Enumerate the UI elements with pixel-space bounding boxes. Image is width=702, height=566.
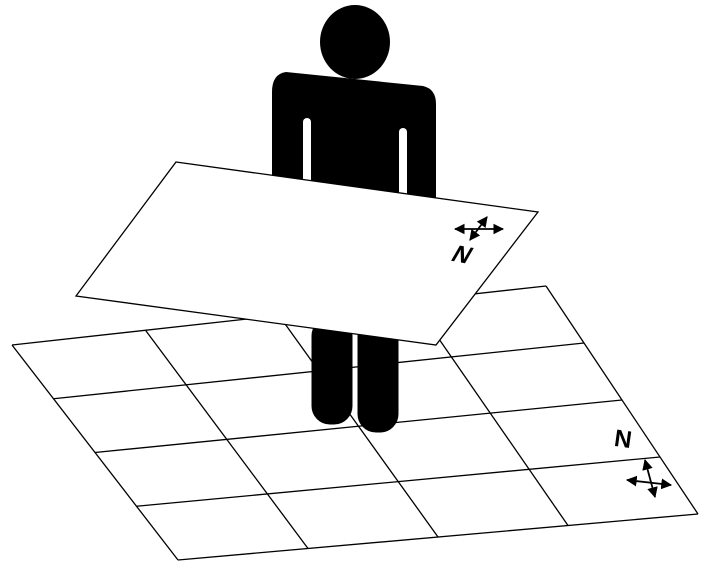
ground-grid-north-label: N xyxy=(613,425,634,454)
four-way-arrows-icon xyxy=(627,460,671,497)
right-arm-highlight xyxy=(399,128,407,200)
grid-column-line xyxy=(146,330,309,548)
left-leg xyxy=(312,318,352,424)
person-head xyxy=(320,5,390,79)
grid-column-line xyxy=(12,345,178,560)
grid-column-line xyxy=(546,286,698,514)
